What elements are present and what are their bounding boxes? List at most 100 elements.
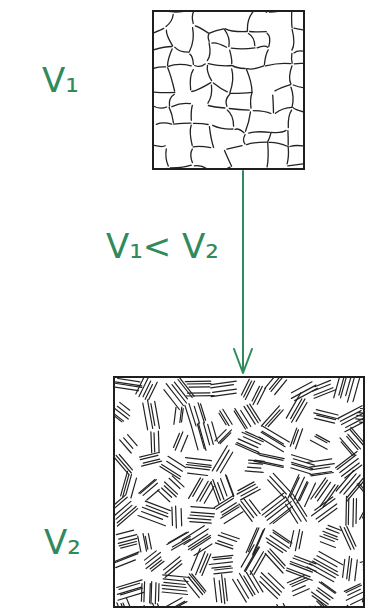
fiber-stroke	[315, 480, 327, 498]
crack-line	[213, 125, 233, 129]
crack-line	[154, 47, 172, 50]
fiber-stroke	[283, 604, 289, 606]
fiber-stroke	[150, 432, 152, 453]
fiber-stroke	[293, 494, 307, 516]
fiber-stroke	[143, 381, 151, 397]
crack-line	[293, 108, 303, 112]
fiber-stroke	[226, 475, 234, 497]
fiber-stroke	[148, 400, 153, 429]
fiber-stroke	[292, 586, 305, 592]
fiber-stroke	[336, 470, 353, 491]
fiber-stroke	[153, 433, 155, 452]
fiber-stroke	[260, 577, 279, 596]
fiber-stroke	[189, 386, 210, 387]
crack-line	[287, 147, 288, 164]
fiber-stroke	[181, 509, 183, 526]
fiber-stroke	[345, 496, 347, 525]
fiber-stroke	[116, 530, 133, 535]
fiber-stroke	[158, 490, 170, 501]
fiber-stroke	[157, 604, 165, 606]
arrow-connector	[234, 171, 252, 373]
fiber-stroke	[250, 500, 261, 514]
fiber-stroke	[171, 507, 173, 525]
crack-line	[247, 142, 268, 145]
fiber-stroke	[121, 471, 128, 496]
crack-line	[208, 85, 212, 103]
fiber-stroke	[131, 478, 137, 498]
fiber-stroke	[191, 549, 200, 571]
fiber-stroke	[160, 466, 180, 479]
fiber-stroke	[267, 542, 283, 553]
fiber-stroke	[188, 518, 211, 520]
crack-line	[257, 46, 268, 48]
fiber-stroke	[360, 497, 363, 519]
fiber-stroke	[273, 510, 290, 524]
fiber-stroke	[340, 526, 351, 549]
fiber-stroke	[260, 582, 278, 599]
fiber-stroke	[351, 597, 363, 605]
fiber-stroke	[357, 415, 363, 418]
crack-line	[266, 63, 291, 66]
fiber-stroke	[214, 572, 232, 574]
fiber-stroke	[245, 471, 263, 473]
crack-line	[168, 68, 175, 91]
fiber-stroke	[290, 478, 299, 497]
fiber-stroke	[155, 583, 157, 604]
fiber-stroke	[225, 578, 228, 600]
fiber-stroke	[273, 530, 292, 543]
fiber-stroke	[339, 378, 344, 395]
relation-label: V₁< V₂	[104, 228, 221, 265]
fiber-stroke	[338, 406, 362, 418]
crack-line	[290, 145, 303, 146]
fiber-stroke	[143, 459, 160, 463]
fiber-stroke	[268, 410, 283, 427]
fiber-stroke	[222, 575, 225, 604]
fiber-stroke	[319, 582, 335, 593]
fiber-stroke	[352, 499, 354, 527]
crack-line	[231, 48, 255, 49]
fiber-stroke	[292, 455, 314, 462]
fiber-stroke	[315, 380, 331, 386]
fiber-stroke	[357, 484, 363, 503]
crack-line	[208, 64, 232, 66]
fiber-stroke	[197, 424, 204, 449]
fiber-stroke	[219, 413, 226, 425]
fiber-stroke	[355, 499, 357, 524]
fiber-stroke	[149, 584, 151, 603]
fiber-stroke	[212, 422, 218, 442]
crack-line	[275, 107, 292, 113]
fiber-stroke	[238, 482, 254, 491]
fiber-stroke	[115, 501, 131, 518]
fiber-stroke	[168, 456, 186, 467]
crack-line	[154, 109, 155, 122]
fiber-stroke	[171, 601, 185, 606]
fiber-stroke	[291, 468, 310, 474]
crack-line	[175, 47, 189, 52]
crack-line	[174, 123, 191, 124]
crack-line	[190, 70, 193, 90]
crack-line	[175, 12, 195, 13]
fiber-stroke	[248, 467, 261, 468]
crack-line	[227, 146, 242, 150]
fiber-stroke	[362, 582, 363, 602]
fiber-stroke	[118, 509, 138, 526]
fiber-stroke	[145, 385, 152, 400]
fiber-stroke	[143, 534, 147, 552]
fiber-stroke	[180, 407, 182, 422]
fiber-stroke	[184, 579, 200, 598]
fiber-stroke	[307, 567, 334, 582]
fiber-stroke	[185, 381, 210, 383]
fiber-stroke	[262, 497, 285, 515]
crack-line	[225, 151, 232, 167]
fiber-stroke	[188, 392, 211, 394]
fiber-stroke	[138, 516, 165, 526]
crack-line	[226, 94, 230, 106]
fiber-stroke	[214, 578, 217, 602]
fiber-stroke	[215, 568, 233, 570]
fiber-stroke	[218, 483, 224, 500]
fiber-stroke	[211, 385, 234, 388]
crack-line	[291, 87, 293, 107]
fiber-stroke	[286, 393, 300, 418]
crack-line	[291, 12, 293, 28]
crack-line	[270, 12, 292, 13]
